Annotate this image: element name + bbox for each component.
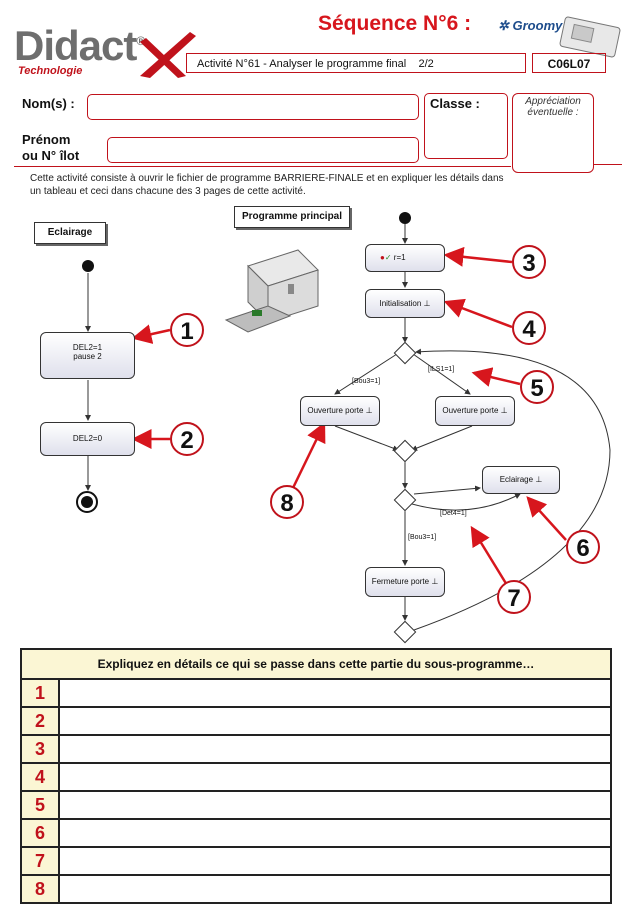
nom-label: Nom(s) : (22, 96, 75, 111)
gate-model-illustration (224, 249, 319, 333)
table-header: Expliquez en détails ce qui se passe dan… (20, 648, 612, 680)
answer-cell[interactable] (58, 874, 612, 904)
callout-7: 7 (497, 580, 531, 614)
guard-ils1: [ILS1=1] (428, 366, 455, 373)
ilot-label: ou N° îlot (22, 148, 80, 163)
table-row: 8 (20, 874, 612, 904)
flow-diagram-lines (85, 224, 611, 631)
prenom-label: Prénom (22, 132, 71, 147)
state-del2-off: DEL2=0 (40, 422, 135, 456)
callout-5: 5 (520, 370, 554, 404)
answer-cell[interactable] (58, 818, 612, 848)
state-eclairage: Eclairage ⊥ (482, 466, 560, 494)
programme-principal-tag: Programme principal (234, 206, 350, 228)
callout-6: 6 (566, 530, 600, 564)
subprogram-icon: ⊥ (535, 475, 543, 484)
activity-bar: Activité N°61 - Analyser le programme fi… (186, 53, 526, 73)
subprogram-icon: ⊥ (423, 299, 431, 308)
callout-4: 4 (512, 311, 546, 345)
answer-cell[interactable] (58, 846, 612, 876)
state-fermeture: Fermeture porte ⊥ (365, 567, 445, 597)
separator-line-right (594, 164, 622, 165)
state-var-init: ●✓ r=1 (365, 244, 445, 272)
answer-cell[interactable] (58, 762, 612, 792)
state-ouverture-2: Ouverture porte ⊥ (435, 396, 515, 426)
table-row: 1 (20, 678, 612, 708)
answer-cell[interactable] (58, 790, 612, 820)
callout-8: 8 (270, 485, 304, 519)
main-initial-node (399, 212, 411, 224)
logo-x-swoosh (140, 32, 196, 78)
state-initialisation: Initialisation ⊥ (365, 289, 445, 318)
final-node (76, 491, 98, 513)
device-board-icon (559, 16, 621, 58)
table-row: 5 (20, 790, 612, 820)
state-ouverture-1: Ouverture porte ⊥ (300, 396, 380, 426)
nom-field[interactable] (87, 94, 419, 120)
eclairage-tag: Eclairage (34, 222, 106, 244)
variable-icon: ● (380, 253, 385, 262)
initial-node (82, 260, 94, 272)
brand-logo: ✲ Groomy (498, 18, 563, 33)
table-row: 4 (20, 762, 612, 792)
document-code: C06L07 (532, 53, 606, 73)
classe-field[interactable]: Classe : (424, 93, 508, 159)
logo-subtitle: Technologie (18, 65, 83, 77)
guard-bou3-b: [Bou3=1] (408, 534, 437, 541)
activity-description: Cette activité consiste à ouvrir le fich… (30, 173, 504, 197)
separator-line (14, 166, 511, 167)
subprogram-icon: ⊥ (365, 406, 373, 415)
classe-label: Classe : (430, 96, 480, 111)
sequence-title: Séquence N°6 : (318, 12, 472, 35)
guard-det4: [Det4=1] (440, 510, 467, 517)
prenom-field[interactable] (107, 137, 419, 163)
answer-cell[interactable] (58, 706, 612, 736)
appreciation-box: Appréciation éventuelle : (512, 93, 594, 173)
table-row: 3 (20, 734, 612, 764)
callout-1: 1 (170, 313, 204, 347)
subprogram-icon: ⊥ (431, 577, 439, 586)
explanation-table: Expliquez en détails ce qui se passe dan… (20, 648, 612, 904)
guard-bou3-a: [Bou3=1] (352, 378, 381, 385)
answer-cell[interactable] (58, 678, 612, 708)
callout-3: 3 (512, 245, 546, 279)
logo-didact: Didact® (14, 22, 145, 69)
table-row: 6 (20, 818, 612, 848)
answer-cell[interactable] (58, 734, 612, 764)
brand-icon: ✲ (498, 18, 513, 33)
table-row: 2 (20, 706, 612, 736)
subprogram-icon: ⊥ (500, 406, 508, 415)
table-row: 7 (20, 846, 612, 876)
callout-2: 2 (170, 422, 204, 456)
